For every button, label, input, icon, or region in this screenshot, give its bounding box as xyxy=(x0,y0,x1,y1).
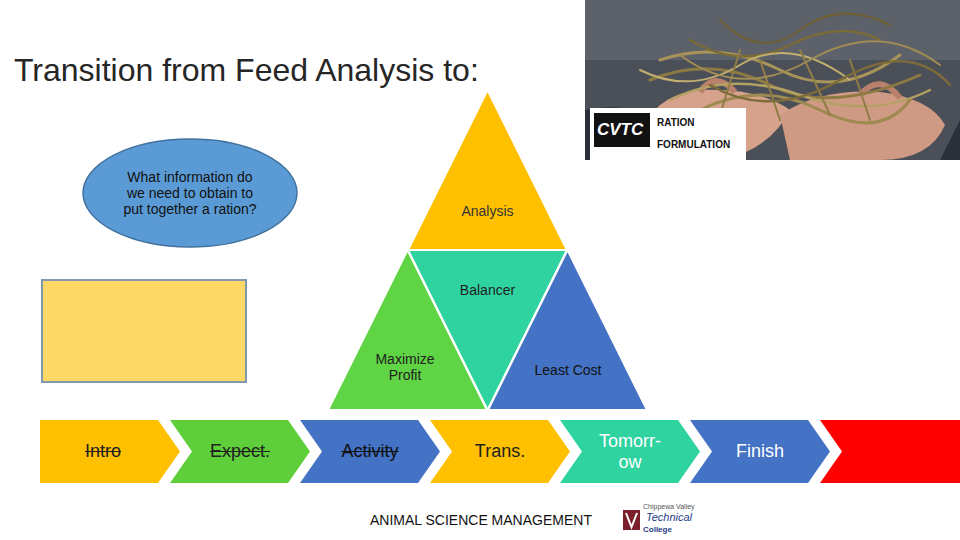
question-ellipse: What information do we need to obtain to… xyxy=(82,138,298,248)
shape-outline xyxy=(408,90,567,250)
red-chevron xyxy=(820,420,960,483)
photo-background xyxy=(585,0,960,160)
node-label: Trans. xyxy=(455,441,545,462)
ellipse-shape xyxy=(83,139,297,247)
node-label: Intro xyxy=(58,441,148,462)
logo-background xyxy=(590,108,746,160)
pyramid-triangle: Analysis xyxy=(408,90,567,250)
college-logo-text: Chippewa Valley xyxy=(643,503,695,511)
college-logo-text: College xyxy=(643,525,672,534)
polygon-shape xyxy=(300,420,440,483)
polygon-shape xyxy=(690,420,830,483)
logo-caption: FORMULATION xyxy=(657,139,730,151)
node-label: Analysis xyxy=(443,203,533,219)
polygon-shape xyxy=(560,420,700,483)
node-label: Balancer xyxy=(443,282,533,298)
logo-v xyxy=(626,513,637,527)
shape-outline xyxy=(488,250,647,410)
footer-text: ANIMAL SCIENCE MANAGEMENT xyxy=(370,512,592,528)
polygon-shape xyxy=(488,250,647,410)
hay-strands xyxy=(640,14,950,123)
node-label: Maximize Profit xyxy=(360,351,450,383)
shape-outline xyxy=(328,250,487,410)
node-label: Finish xyxy=(715,441,805,462)
slide-title: Transition from Feed Analysis to: xyxy=(14,52,479,89)
polygon-shape xyxy=(408,90,567,250)
logo-text: CVTC xyxy=(597,120,643,140)
logo-caption: RATION xyxy=(657,117,695,129)
agenda-chevron: Tomorr- ow xyxy=(560,420,700,483)
polygon-shape xyxy=(328,250,487,410)
empty-note-box xyxy=(42,280,246,382)
agenda-chevron: Intro xyxy=(40,420,180,483)
pyramid-triangle: Least Cost xyxy=(488,250,647,410)
logo-square xyxy=(623,510,640,530)
polygon-shape xyxy=(430,420,570,483)
node-label: Least Cost xyxy=(521,362,615,378)
node-label: Expect. xyxy=(195,441,285,462)
agenda-chevron: Finish xyxy=(690,420,830,483)
logo-mark xyxy=(594,113,650,147)
college-logo-mark xyxy=(623,510,640,530)
node-label: What information do we need to obtain to… xyxy=(120,169,260,217)
agenda-chevron: Trans. xyxy=(430,420,570,483)
agenda-chevron: Activity xyxy=(300,420,440,483)
logo-panel xyxy=(590,108,746,160)
agenda-chevron: Expect. xyxy=(170,420,310,483)
node-label: Activity xyxy=(325,441,415,462)
photo-background xyxy=(585,0,960,60)
college-logo-text: Technical xyxy=(646,511,692,524)
hay-photo xyxy=(585,0,960,160)
pyramid-triangle: Maximize Profit xyxy=(328,250,487,410)
node-label: Tomorr- ow xyxy=(593,431,667,472)
polygon-shape xyxy=(40,420,180,483)
polygon-shape xyxy=(170,420,310,483)
